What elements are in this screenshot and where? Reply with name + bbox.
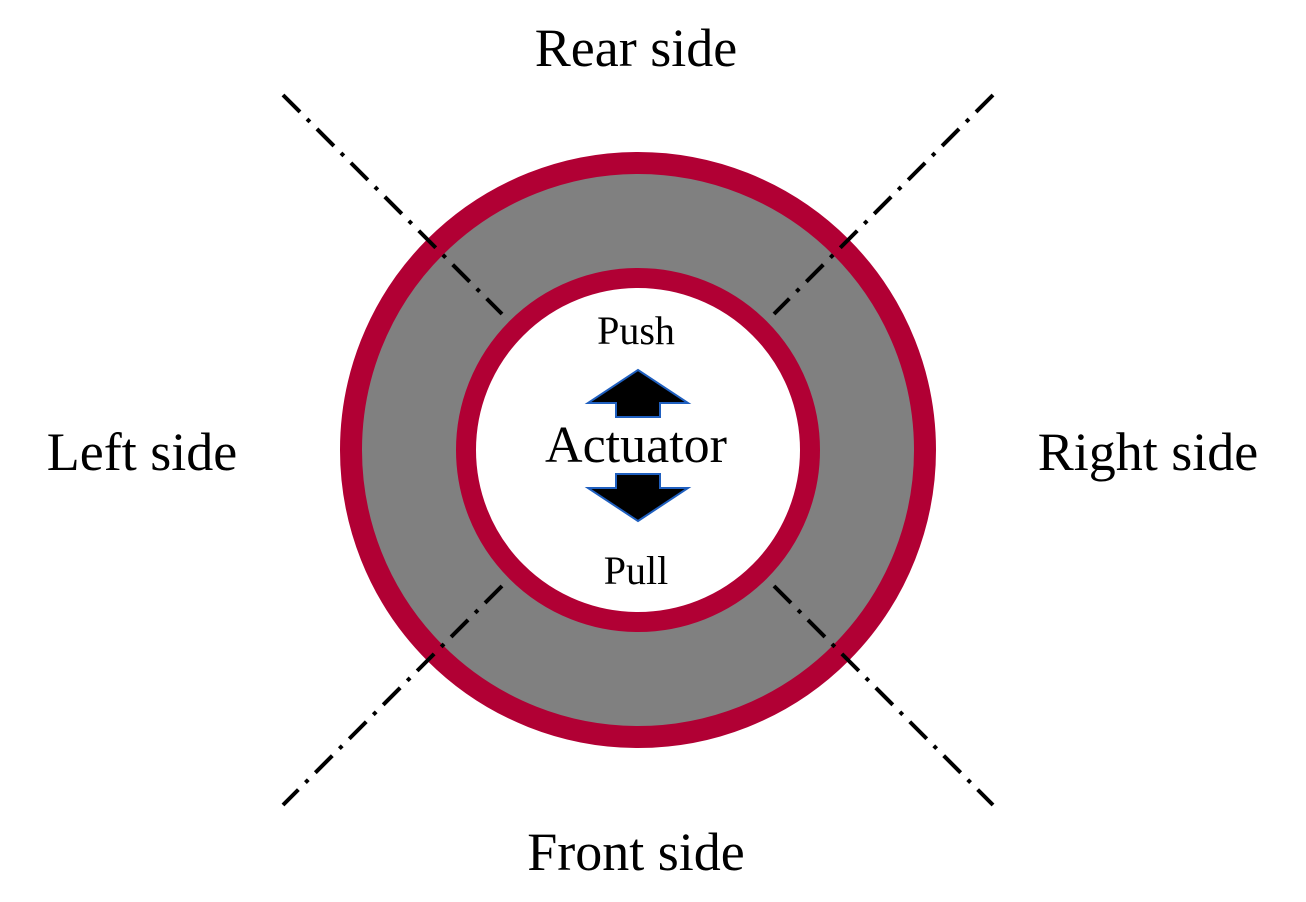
front-side-label: Front side [527, 822, 745, 882]
rear-side-label: Rear side [535, 18, 737, 78]
actuator-label: Actuator [545, 417, 727, 474]
inner-ring [456, 268, 820, 632]
diagonal-axis-lower-right [772, 584, 995, 807]
right-side-label: Right side [1038, 422, 1259, 482]
diagonal-axis-upper-left [281, 93, 504, 316]
diagonal-axis-upper-right [772, 93, 995, 316]
pull-arrow-icon [584, 473, 692, 523]
diagonal-axis-lower-left [281, 584, 504, 807]
push-arrow-icon [584, 368, 692, 418]
pull-label: Pull [604, 548, 668, 593]
push-label: Push [597, 308, 675, 353]
left-side-label: Left side [47, 422, 237, 482]
